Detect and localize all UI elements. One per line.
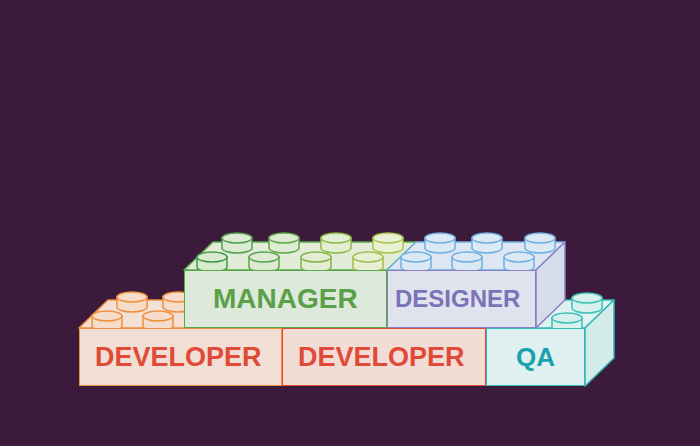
- stud-top: [552, 313, 582, 323]
- stud-top: [425, 233, 455, 243]
- brick-stud: [452, 252, 482, 272]
- stud-top: [249, 252, 279, 262]
- brick-stud: [504, 252, 534, 272]
- brick-stud: [117, 292, 147, 312]
- stud-top: [301, 252, 331, 262]
- stud-top: [572, 293, 602, 303]
- manager-brick: MANAGER: [184, 270, 387, 328]
- stud-top: [222, 233, 252, 243]
- qa-brick: QA: [486, 328, 585, 386]
- stud-top: [117, 292, 147, 302]
- designer-brick: DESIGNER: [387, 270, 536, 328]
- brick-stud: [197, 252, 227, 272]
- developer-brick: DEVELOPER: [282, 328, 486, 386]
- stud-top: [143, 311, 173, 321]
- stud-top: [197, 252, 227, 262]
- stud-top: [401, 252, 431, 262]
- brick-stud: [472, 233, 502, 253]
- brick-stud: [269, 233, 299, 253]
- brick-stud: [321, 233, 351, 253]
- stud-top: [504, 252, 534, 262]
- brick-label: MANAGER: [213, 285, 358, 313]
- brick-stud: [525, 233, 555, 253]
- brick-stud: [373, 233, 403, 253]
- brick-stud: [353, 252, 383, 272]
- stud-top: [373, 233, 403, 243]
- brick-stud: [425, 233, 455, 253]
- stud-top: [525, 233, 555, 243]
- brick-label: QA: [516, 344, 555, 370]
- brick-stud: [572, 293, 602, 313]
- stud-top: [452, 252, 482, 262]
- stud-top: [269, 233, 299, 243]
- stud-top: [321, 233, 351, 243]
- stud-top: [472, 233, 502, 243]
- brick-stud: [249, 252, 279, 272]
- stud-top: [353, 252, 383, 262]
- brick-label: DEVELOPER: [298, 344, 465, 371]
- brick-label: DESIGNER: [395, 287, 520, 311]
- brick-label: DEVELOPER: [95, 344, 262, 371]
- brick-stud: [222, 233, 252, 253]
- developer-brick: DEVELOPER: [79, 328, 282, 386]
- stud-top: [92, 311, 122, 321]
- brick-stud: [301, 252, 331, 272]
- brick-stud: [401, 252, 431, 272]
